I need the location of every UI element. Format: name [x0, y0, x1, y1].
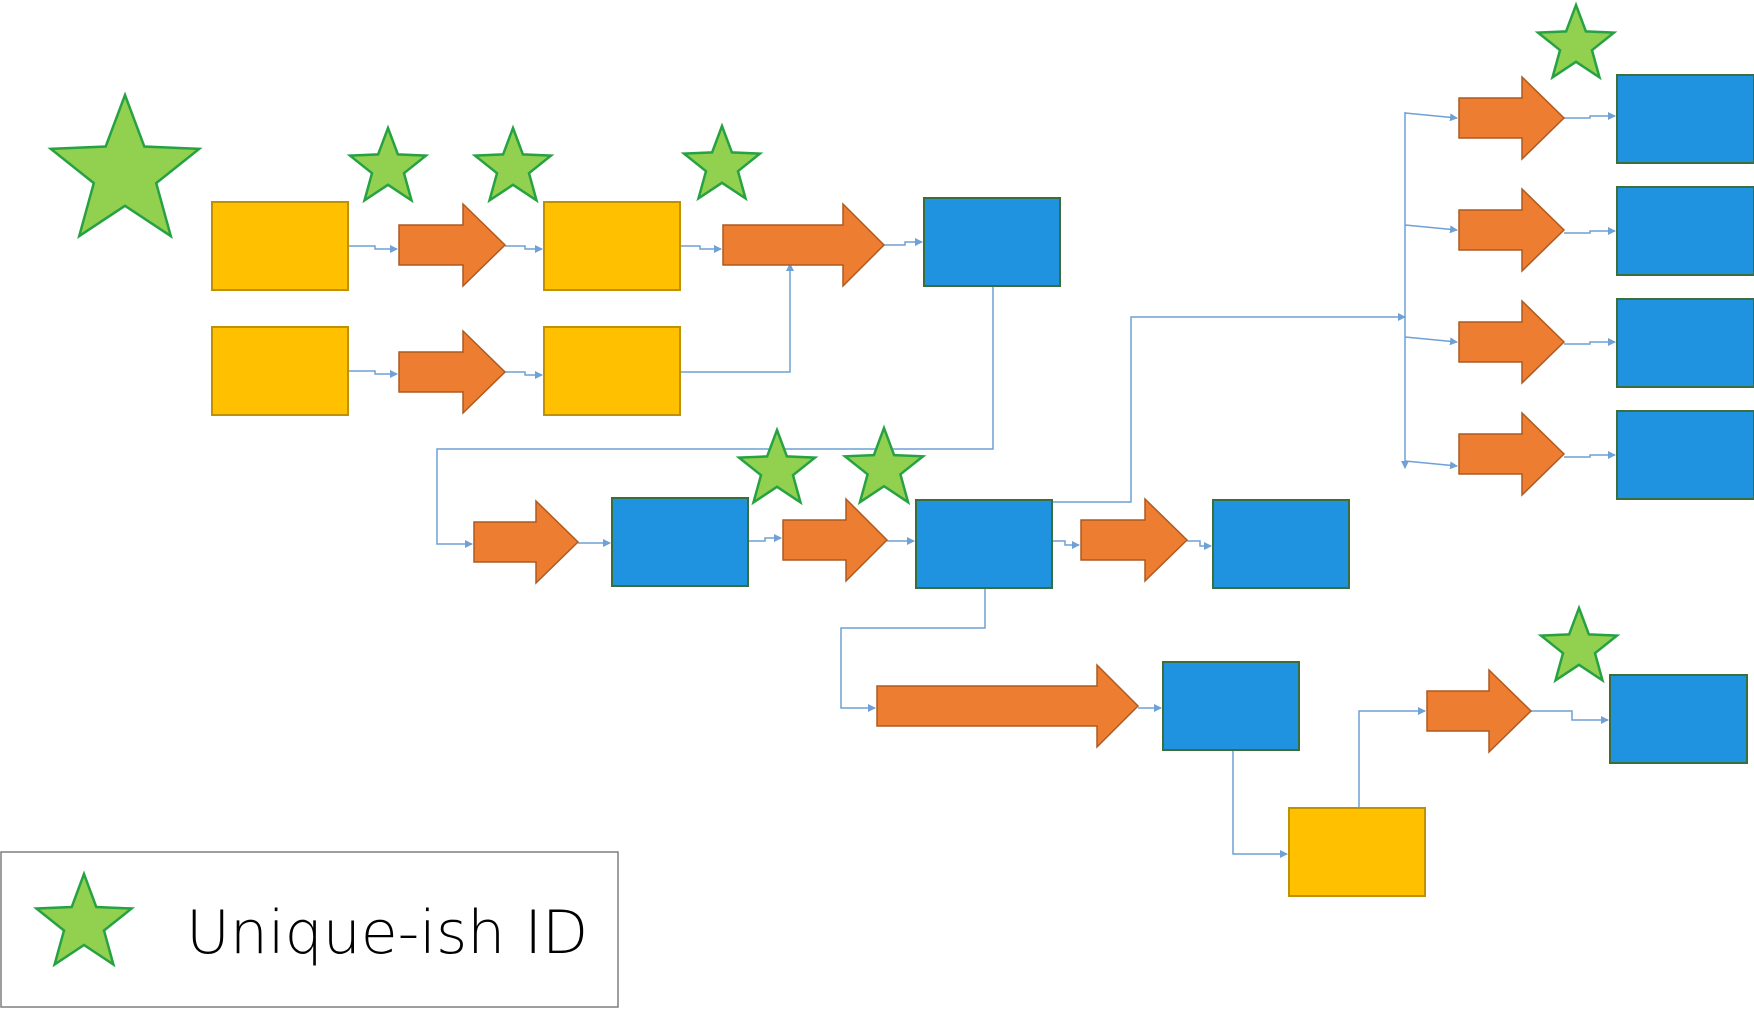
- source-box: [543, 326, 681, 416]
- connector-line: [748, 534, 782, 542]
- process-arrow: [1426, 668, 1533, 754]
- result-box: [1616, 298, 1754, 388]
- id-star-icon: [1534, 1, 1618, 81]
- connector-line: [840, 588, 986, 712]
- source-box: [211, 326, 349, 416]
- result-box: [1616, 74, 1754, 164]
- connector-line: [436, 286, 994, 548]
- id-star-icon: [47, 91, 203, 239]
- connector-line: [1404, 336, 1458, 346]
- id-star-icon: [471, 124, 555, 204]
- connector-line: [1564, 227, 1616, 235]
- result-box: [1212, 499, 1350, 589]
- legend-box: [0, 851, 619, 1008]
- connector-line: [505, 371, 543, 379]
- legend-star-icon: [33, 870, 135, 968]
- result-box: [1162, 661, 1300, 751]
- connector-line: [1187, 540, 1212, 550]
- connector-line: [1232, 750, 1288, 858]
- connector-line: [1564, 338, 1616, 346]
- source-box: [543, 201, 681, 291]
- source-box: [211, 201, 349, 291]
- process-arrow: [1458, 75, 1566, 161]
- process-arrow: [782, 497, 889, 583]
- legend: Unique-ish ID: [0, 851, 619, 1008]
- id-star-icon: [1537, 604, 1621, 684]
- connector-line: [1404, 224, 1458, 234]
- id-star-icon: [735, 426, 819, 506]
- process-arrow: [1458, 187, 1566, 273]
- process-arrows: [398, 75, 1566, 754]
- process-arrow: [876, 663, 1140, 749]
- process-arrow: [398, 202, 507, 288]
- connector-line: [1564, 451, 1616, 459]
- result-box: [923, 197, 1061, 287]
- result-box: [1616, 410, 1754, 500]
- connector-lines: [348, 112, 1616, 858]
- id-stars: [47, 1, 1621, 684]
- source-box: [1288, 807, 1426, 897]
- connector-line: [1564, 112, 1616, 120]
- result-box: [915, 499, 1053, 589]
- connector-line: [348, 370, 398, 378]
- connector-line: [680, 263, 794, 373]
- boxes: [211, 74, 1754, 897]
- id-star-icon: [680, 122, 764, 202]
- connector-line: [348, 245, 398, 253]
- id-star-icon: [346, 124, 430, 204]
- result-box: [1609, 674, 1748, 764]
- process-arrow: [1080, 497, 1189, 583]
- connector-line: [1052, 313, 1406, 503]
- process-arrow: [1458, 411, 1566, 497]
- connector-line: [1052, 540, 1080, 549]
- legend-label: Unique-ish ID: [186, 898, 588, 968]
- process-arrow: [722, 202, 886, 288]
- process-arrow: [398, 329, 507, 415]
- connector-line: [1531, 710, 1609, 724]
- result-box: [611, 497, 749, 587]
- connector-line: [1404, 112, 1458, 122]
- connector-line: [1358, 707, 1426, 808]
- connector-line: [884, 238, 923, 246]
- result-box: [1616, 186, 1754, 276]
- connector-line: [1404, 460, 1458, 470]
- connector-line: [680, 245, 722, 253]
- id-star-icon: [841, 424, 927, 506]
- process-arrow: [473, 499, 580, 585]
- connector-line: [505, 245, 543, 253]
- process-arrow: [1458, 299, 1566, 385]
